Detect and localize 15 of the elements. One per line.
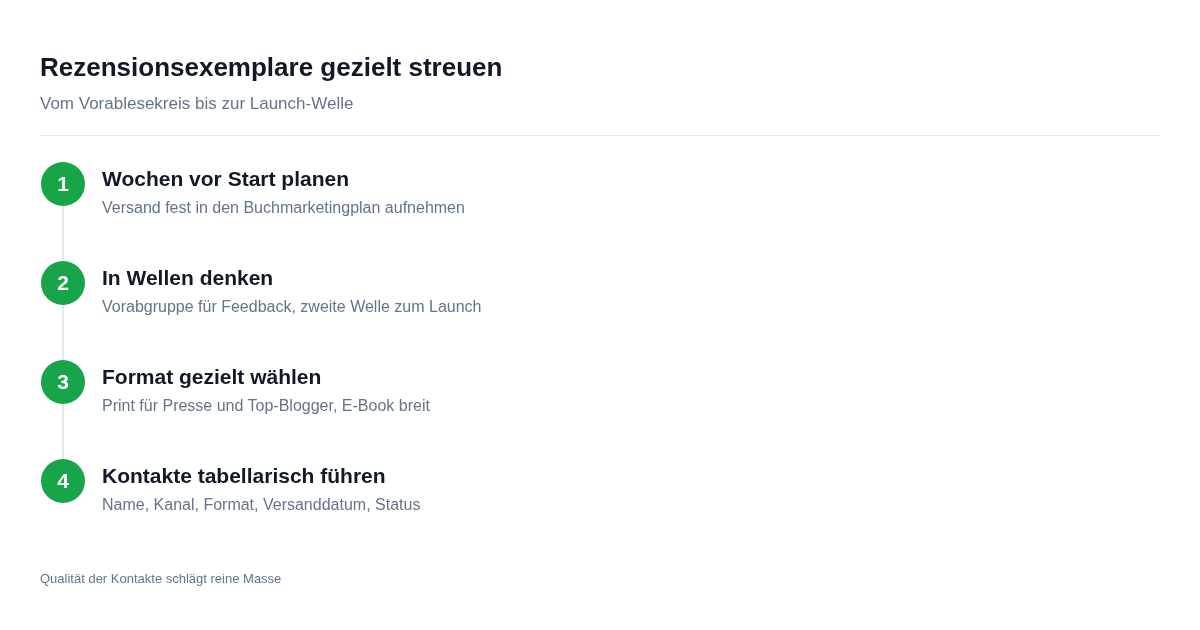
step-number-circle: 3 [41, 360, 85, 404]
step-description: Vorabgruppe für Feedback, zweite Welle zum Launch [102, 296, 482, 316]
step-number-circle: 2 [41, 261, 85, 305]
step-description: Versand fest in den Buchmarketingplan aufnehmen [102, 197, 465, 217]
title: Rezensionsexemplare gezielt streuen [40, 52, 503, 83]
footnote: Qualität der Kontakte schlägt reine Masse [40, 571, 282, 587]
step-heading: Kontakte tabellarisch führen [102, 463, 386, 488]
step-heading: Wochen vor Start planen [102, 166, 349, 191]
step-number-circle: 1 [41, 162, 85, 206]
subtitle: Vom Vorablesekreis bis zur Launch-Welle [40, 94, 354, 114]
step-description: Print für Presse und Top-Blogger, E-Book breit [102, 395, 430, 415]
step-number-circle: 4 [41, 459, 85, 503]
step-heading: Format gezielt wählen [102, 364, 322, 389]
step-description: Name, Kanal, Format, Versanddatum, Status [102, 494, 421, 514]
step-heading: In Wellen denken [102, 265, 274, 290]
